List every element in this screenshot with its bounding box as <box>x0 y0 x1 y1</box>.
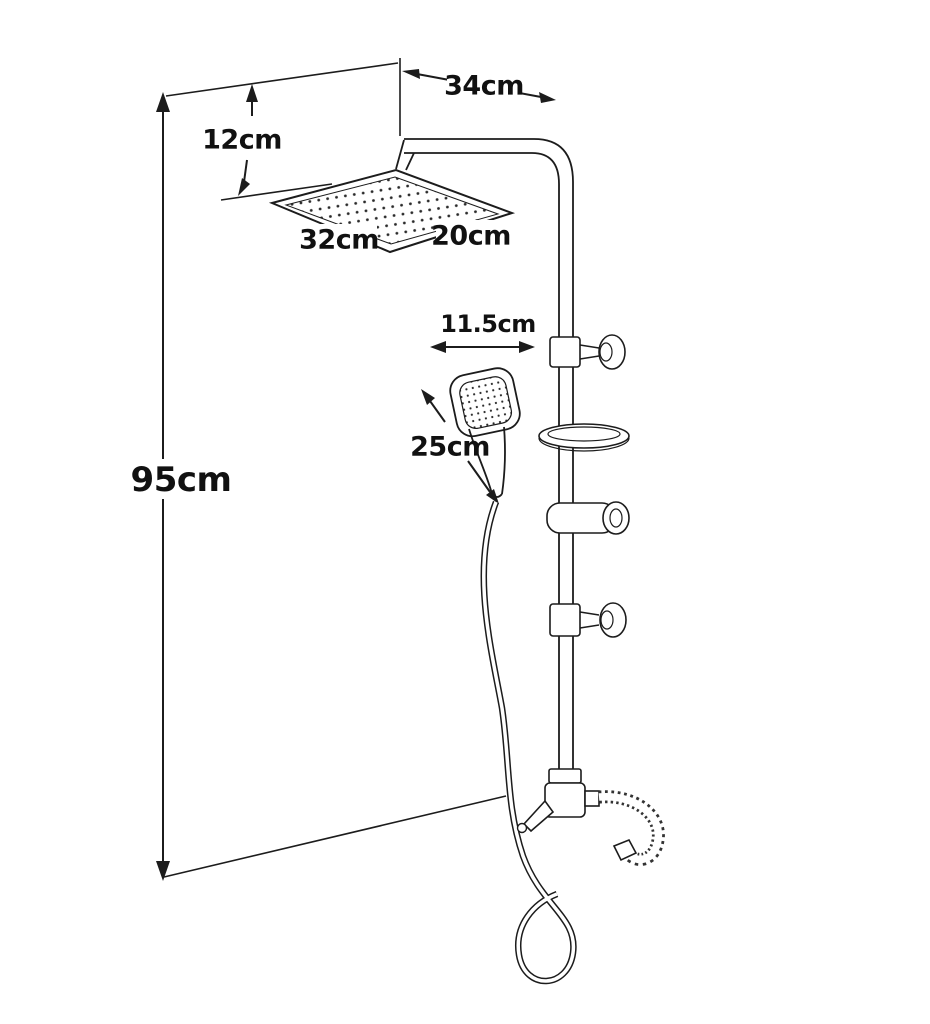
floor-line <box>163 795 507 878</box>
dimension-95cm: 95cm <box>131 92 232 881</box>
arrowhead-right-icon <box>519 341 535 353</box>
hand-shower <box>449 367 521 498</box>
arrowhead-up-icon <box>156 92 170 112</box>
bracket-collar <box>549 603 581 637</box>
dimension-line <box>467 460 491 493</box>
soap-dish <box>538 423 630 452</box>
label-backdrop <box>303 224 377 256</box>
label-34cm: 34cm <box>444 71 524 102</box>
arrowhead-downright-icon <box>486 489 499 504</box>
handset-spray-face <box>459 376 513 430</box>
diverter-valve <box>516 768 600 834</box>
arrowhead-down-icon <box>238 178 250 196</box>
dimension-11-5cm: 11.5cm <box>430 310 536 353</box>
head-dimension-labels: 32cm 20cm <box>299 220 511 256</box>
arm-elbow <box>395 139 405 170</box>
hose-end-fitting <box>612 838 638 862</box>
bracket-arm <box>579 344 600 349</box>
shower-hose <box>480 500 577 985</box>
handset-handle-edge <box>501 426 506 495</box>
wall-bracket-upper <box>549 334 626 370</box>
valve-outlet <box>584 790 600 807</box>
arm-outer-edge <box>404 138 574 770</box>
arrowhead-upleft-icon <box>421 389 435 405</box>
label-20cm: 20cm <box>431 221 511 252</box>
label-backdrop <box>142 459 220 499</box>
arrowhead-up-icon <box>246 84 258 102</box>
ribbed-hose-core <box>598 793 663 864</box>
bracket-arm <box>579 611 600 616</box>
holder-end-inner <box>609 508 623 528</box>
handset-holder <box>546 501 630 535</box>
arm-inner-edge <box>404 152 560 770</box>
lever-knob <box>516 822 528 834</box>
flexible-hose <box>598 790 665 866</box>
label-backdrop <box>436 220 508 252</box>
hose-core <box>482 501 576 983</box>
arrowhead-right-icon <box>539 92 556 103</box>
dimension-line <box>429 400 446 423</box>
dish-inner <box>547 426 621 442</box>
dimension-12cm: 12cm <box>202 84 282 196</box>
head-plane-line <box>220 183 333 201</box>
dish-rim <box>538 437 630 452</box>
wall-outline <box>163 62 507 878</box>
label-11-5cm: 11.5cm <box>440 310 535 338</box>
valve-collar <box>548 768 582 784</box>
wall-flange-inner <box>600 610 614 630</box>
arrowhead-left-icon <box>430 341 446 353</box>
label-backdrop <box>447 68 521 102</box>
label-95cm: 95cm <box>131 460 232 500</box>
handset-handle-edge <box>468 428 493 495</box>
arm-elbow <box>405 152 415 171</box>
arrowhead-down-icon <box>156 861 170 881</box>
label-32cm: 32cm <box>299 225 379 256</box>
bracket-collar <box>549 336 581 368</box>
dimension-line <box>243 159 248 183</box>
label-12cm: 12cm <box>202 125 282 156</box>
wall-flange-inner <box>599 342 613 362</box>
riser-rail <box>395 138 574 770</box>
hose-outline <box>480 500 577 985</box>
bracket-arm <box>579 355 600 360</box>
bracket-arm <box>579 624 600 629</box>
arrowhead-left-icon <box>402 69 420 79</box>
wall-bracket-lower <box>549 602 627 638</box>
label-25cm: 25cm <box>410 432 490 463</box>
dimension-25cm: 25cm <box>410 389 499 504</box>
dimension-34cm: 34cm <box>399 58 556 136</box>
valve-lever <box>522 799 555 833</box>
ceiling-line <box>165 62 399 97</box>
